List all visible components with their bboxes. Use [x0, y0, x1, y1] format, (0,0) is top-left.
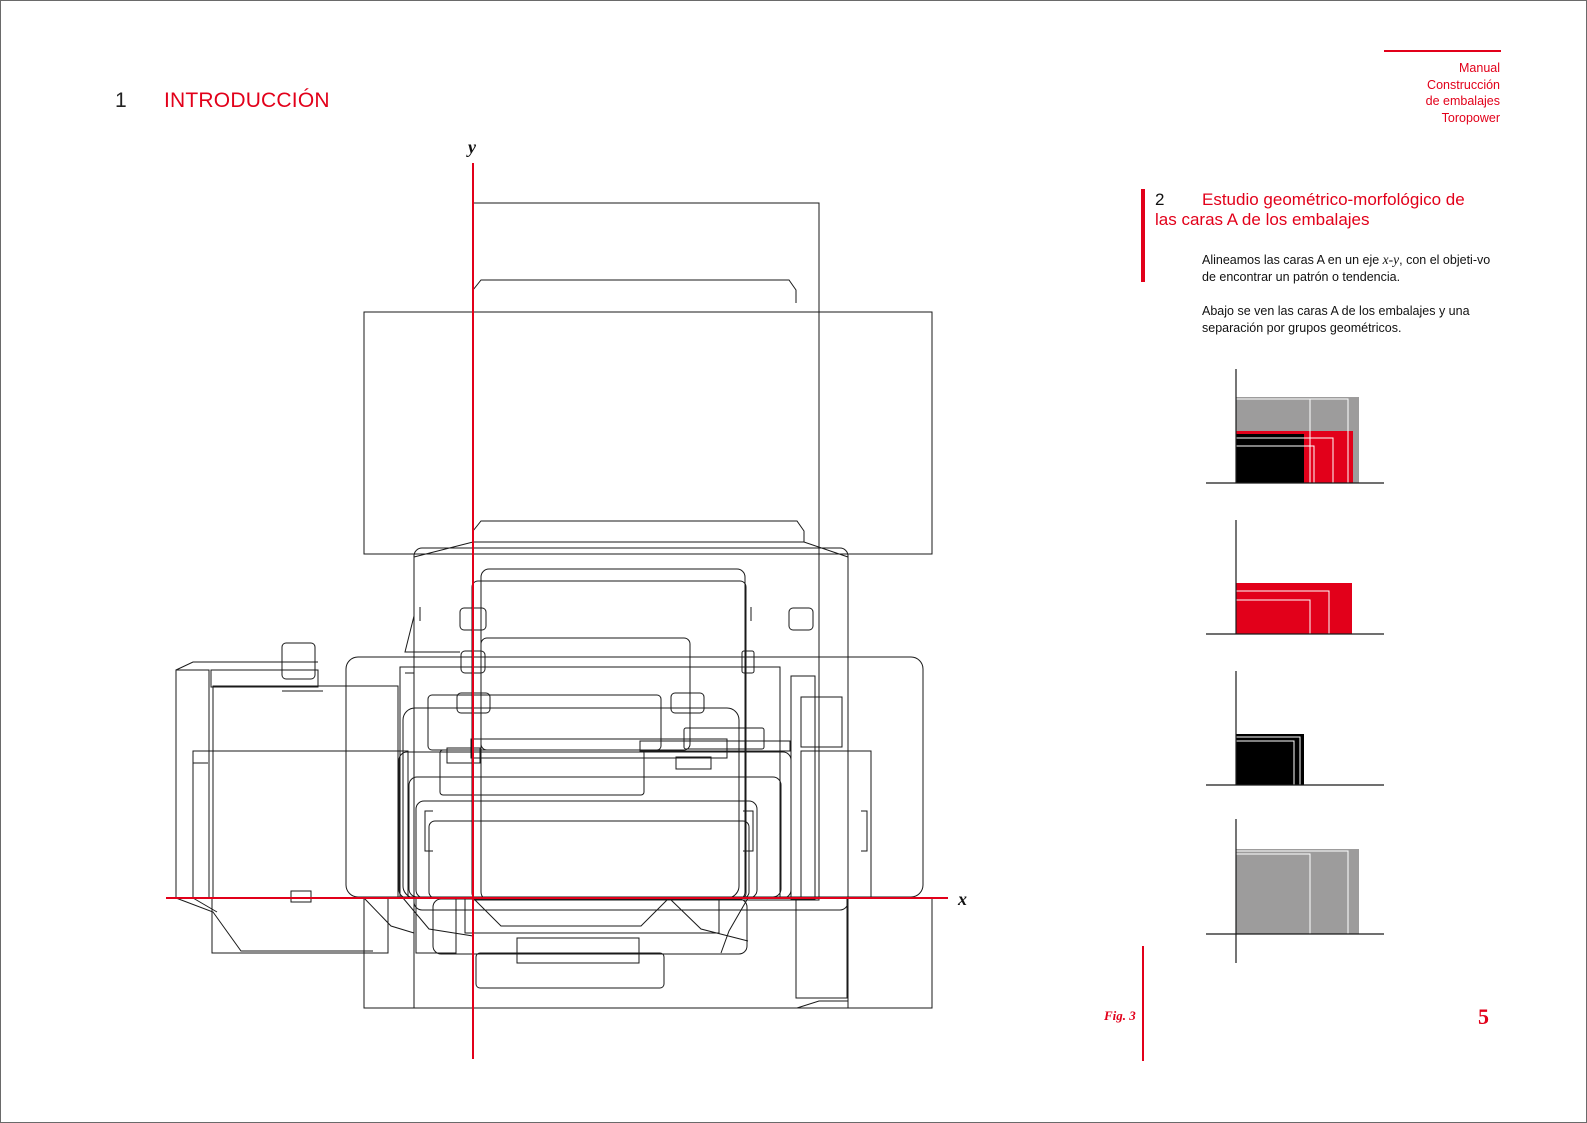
xy-axes: y x: [166, 137, 967, 1059]
dieline-path: [861, 810, 868, 852]
subsection-bar: [1141, 189, 1145, 282]
paragraph-1-axis: x-y: [1382, 252, 1400, 267]
dieline-path: [192, 897, 218, 913]
paragraph-1-end: , con el objeti-vo de encontrar un patró…: [1202, 253, 1491, 284]
dieline-rect: [446, 747, 481, 764]
subsection-number: 2: [1155, 190, 1165, 209]
dieline-path: [175, 897, 373, 952]
dieline-rect: [470, 738, 728, 759]
dieline-path: [472, 897, 670, 927]
dieline-rect: [670, 692, 705, 714]
paragraph-1-start: Alineamos las caras A en un eje: [1202, 253, 1383, 267]
dieline-rect: [741, 650, 755, 674]
dieline-rect: [290, 890, 312, 903]
header-line-4: Toropower: [1441, 110, 1500, 125]
dieline-rect: [800, 696, 843, 748]
section-title: INTRODUCCIÓN: [164, 89, 330, 112]
group-chart-red: [1206, 520, 1384, 635]
dieline-path: [743, 810, 754, 852]
dieline-rect: [439, 749, 645, 796]
x-axis-label: x: [957, 889, 967, 909]
dieline-rect: [475, 952, 665, 989]
group-chart-grey: [1206, 819, 1384, 963]
dieline-path: [363, 897, 415, 934]
y-axis-label: y: [466, 137, 477, 157]
dieline-rect: [639, 740, 791, 752]
box-dielines-diagram: y x: [166, 137, 967, 1059]
subsection-title: Estudio geométrico-morfológico de las ca…: [1155, 190, 1465, 229]
header-rule: [1384, 50, 1501, 52]
dieline-path: [404, 615, 460, 653]
dieline-rect: [413, 547, 849, 911]
dieline-path: [796, 1000, 848, 1009]
header-line-2: Construcción: [1427, 77, 1500, 92]
manual-header: Manual Construcción de embalajes Toropow…: [1426, 60, 1500, 126]
group-shape: [1236, 434, 1304, 483]
group-shape: [1236, 849, 1359, 934]
group-chart-black: [1206, 671, 1384, 786]
paragraph-1: Alineamos las caras A en un eje x-y, con…: [1202, 251, 1502, 286]
header-line-1: Manual: [1459, 61, 1500, 75]
dieline-path: [402, 897, 474, 937]
dieline-path: [720, 897, 749, 954]
dieline-rect: [210, 669, 319, 688]
dieline-path: [175, 661, 318, 671]
header-line-3: de embalajes: [1425, 94, 1500, 108]
dieline-rect: [675, 756, 712, 770]
figure-label: Fig. 3: [1104, 1008, 1136, 1023]
dieline-rect: [788, 607, 814, 631]
figure-rule: [1142, 946, 1144, 1061]
dieline-rect: [281, 642, 316, 680]
group-shape: [1236, 734, 1304, 785]
dieline-path: [424, 810, 433, 852]
dieline-path: [668, 897, 749, 942]
paragraph-2: Abajo se ven las caras A de los embalaje…: [1202, 304, 1470, 335]
dieline-rect: [516, 937, 640, 964]
dieline-path: [413, 541, 849, 558]
section-number: 1: [115, 89, 127, 112]
page-number: 5: [1478, 1004, 1489, 1029]
group-chart-all: [1206, 369, 1384, 484]
